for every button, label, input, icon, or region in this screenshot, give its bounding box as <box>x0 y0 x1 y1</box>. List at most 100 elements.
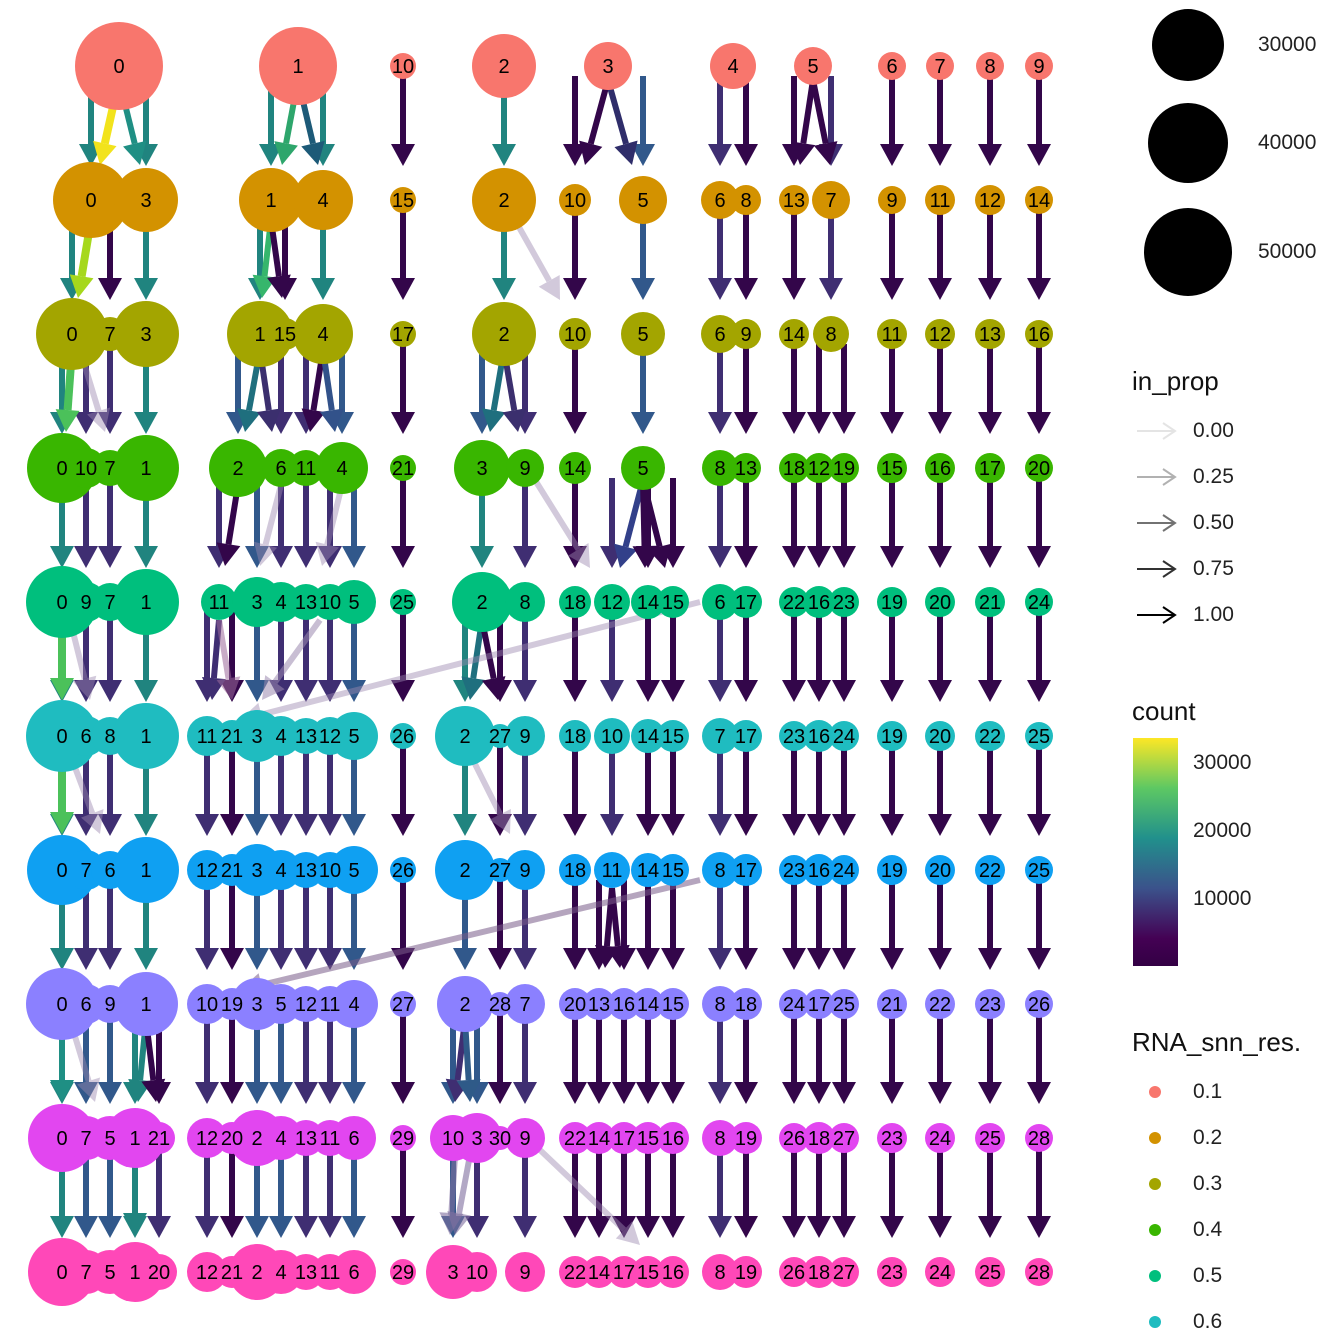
in-prop-legend-title: in_prop <box>1132 366 1219 396</box>
cluster-node <box>390 1259 416 1285</box>
edge-arrow <box>734 210 758 300</box>
cluster-label: 7 <box>80 1128 91 1150</box>
cluster-label: 13 <box>783 190 805 212</box>
edge-arrow <box>978 1014 1002 1104</box>
cluster-label: 23 <box>881 1262 903 1284</box>
cluster-node <box>619 176 667 224</box>
cluster-node <box>1025 52 1053 80</box>
cluster-node <box>779 721 809 751</box>
cluster-node <box>435 706 495 766</box>
cluster-node <box>631 585 665 619</box>
cluster-label: 0 <box>56 860 67 882</box>
edge-arrow <box>315 484 345 566</box>
cluster-label: 15 <box>662 726 684 748</box>
cluster-label: 20 <box>929 860 951 882</box>
cluster-node <box>631 719 665 753</box>
edge-arrow <box>513 880 537 970</box>
cluster-label: 3 <box>602 56 613 78</box>
cluster-node <box>559 720 591 752</box>
res-label: 0.6 <box>1193 1310 1223 1333</box>
cluster-node <box>829 587 859 617</box>
edge-arrow <box>195 880 219 970</box>
cluster-label: 11 <box>602 860 623 882</box>
cluster-label: 10 <box>564 190 586 212</box>
cluster-label: 5 <box>348 592 359 614</box>
edge-arrow <box>661 746 685 836</box>
cluster-node <box>702 718 738 754</box>
cluster-node <box>877 989 907 1019</box>
edge-arrow <box>636 746 660 836</box>
cluster-label: 9 <box>104 994 115 1016</box>
cluster-label: 9 <box>1033 56 1044 78</box>
cluster-label: 12 <box>601 592 623 614</box>
edge-arrow <box>513 746 537 836</box>
cluster-label: 10 <box>196 994 218 1016</box>
cluster-label: 15 <box>881 458 903 480</box>
cluster-node <box>702 450 738 486</box>
cluster-label: 13 <box>295 592 317 614</box>
cluster-label: 28 <box>489 994 511 1016</box>
cluster-node <box>239 168 303 232</box>
cluster-label: 0 <box>56 592 67 614</box>
cluster-node <box>559 1122 591 1154</box>
cluster-node <box>812 181 850 219</box>
in-prop-legend-arrow <box>1137 422 1177 440</box>
cluster-label: 9 <box>519 726 530 748</box>
edge-arrow <box>195 1148 219 1238</box>
cluster-node <box>925 855 955 885</box>
cluster-node <box>390 857 416 883</box>
edge-arrow <box>98 612 122 702</box>
cluster-node <box>559 452 591 484</box>
cluster-node <box>390 991 416 1017</box>
cluster-node <box>141 1254 177 1290</box>
cluster-node <box>878 186 906 214</box>
cluster-node <box>316 442 368 494</box>
edge-arrow <box>661 880 685 970</box>
cluster-label: 25 <box>979 1262 1001 1284</box>
edge-arrow <box>928 1014 952 1104</box>
cluster-node <box>1025 186 1053 214</box>
cluster-label: 20 <box>564 994 586 1016</box>
edge-arrow <box>98 344 122 434</box>
edge-arrow <box>708 344 732 434</box>
edge-arrow <box>928 478 952 568</box>
cluster-label: 4 <box>275 726 286 748</box>
cluster-label: 12 <box>196 1128 218 1150</box>
cluster-label: 23 <box>783 860 805 882</box>
cluster-node <box>390 589 416 615</box>
edge-arrow <box>513 1014 537 1104</box>
cluster-node <box>113 703 179 769</box>
cluster-label: 28 <box>1028 1262 1050 1284</box>
cluster-node <box>293 304 353 364</box>
cluster-node <box>813 316 849 352</box>
cluster-node <box>187 850 227 890</box>
res-label: 0.3 <box>1193 1172 1223 1195</box>
cluster-label: 20 <box>148 1262 170 1284</box>
cluster-label: 11 <box>320 1262 341 1284</box>
cluster-node <box>608 1256 640 1288</box>
edge-arrow <box>636 1148 660 1238</box>
cluster-node <box>878 52 906 80</box>
cluster-node <box>454 440 510 496</box>
cluster-label: 24 <box>833 860 855 882</box>
cluster-node <box>114 168 178 232</box>
edge-arrow <box>636 612 660 702</box>
edge-arrow <box>928 880 952 970</box>
cluster-label: 5 <box>275 994 286 1016</box>
edge-arrow <box>819 210 843 300</box>
cluster-label: 12 <box>196 1262 218 1284</box>
cluster-label: 15 <box>637 1128 659 1150</box>
cluster-node <box>390 187 416 213</box>
edge-arrow <box>532 478 590 568</box>
edge-arrow <box>782 344 806 434</box>
cluster-node <box>702 1120 738 1156</box>
cluster-label: 26 <box>783 1262 805 1284</box>
edge-arrow <box>832 344 856 434</box>
cluster-label: 2 <box>251 1262 262 1284</box>
cluster-label: 21 <box>221 860 243 882</box>
cluster-label: 27 <box>489 726 511 748</box>
count-tick: 20000 <box>1193 819 1252 842</box>
cluster-node <box>330 980 378 1028</box>
